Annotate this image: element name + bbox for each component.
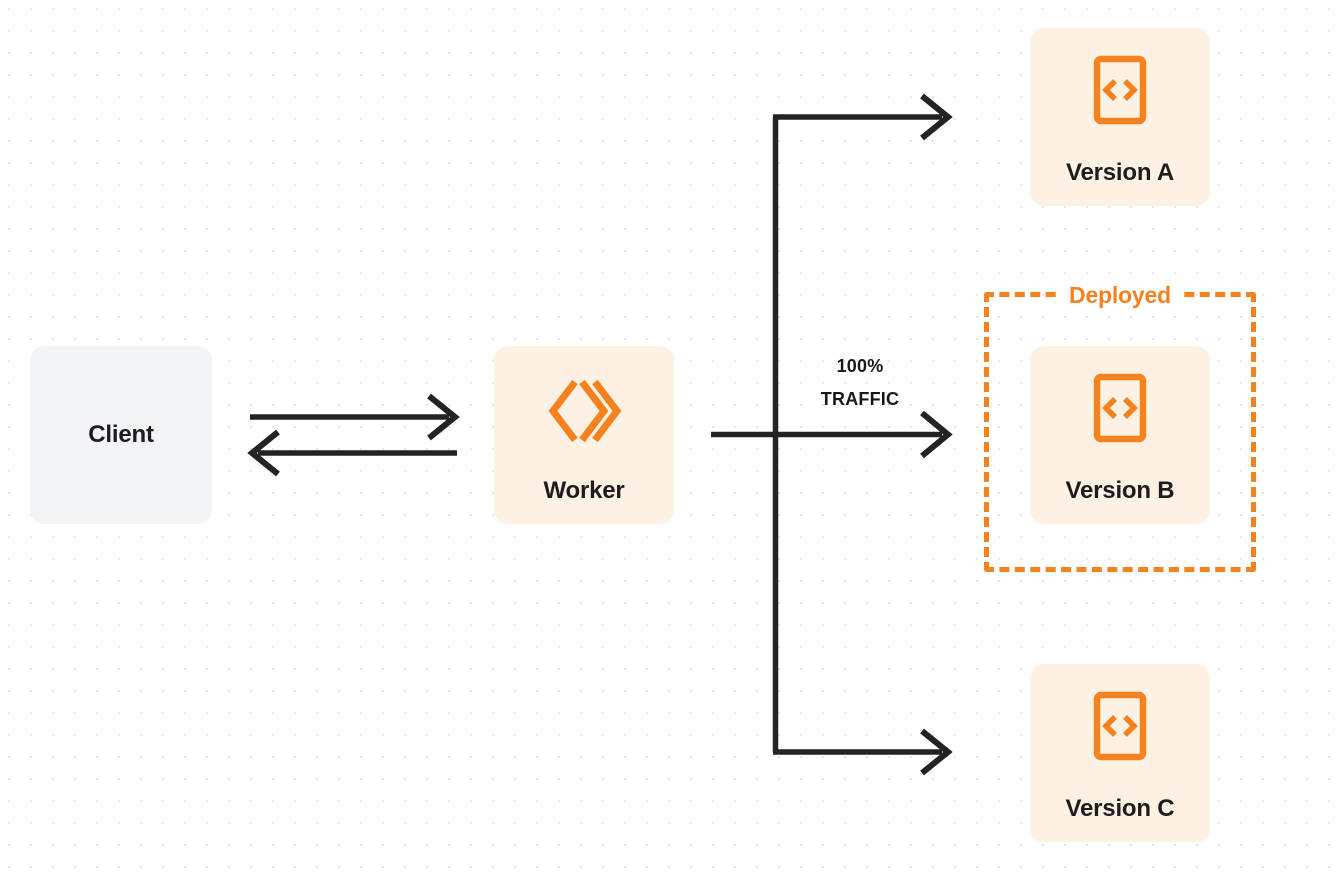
- node-version-a[interactable]: Version A: [1030, 28, 1210, 206]
- node-worker-label: Worker: [543, 477, 625, 504]
- code-file-icon: [1089, 372, 1151, 455]
- code-file-icon: [1089, 54, 1151, 137]
- node-version-b[interactable]: Version B: [1030, 346, 1210, 524]
- traffic-unit: TRAFFIC: [820, 389, 900, 409]
- traffic-percent: 100%: [836, 356, 884, 376]
- node-version-c[interactable]: Version C: [1030, 664, 1210, 842]
- edge-worker-to-version-b: [711, 410, 953, 459]
- node-version-b-label: Version B: [1065, 477, 1175, 504]
- edge-worker-to-version-a: [773, 93, 953, 141]
- deployed-group-label: Deployed: [1059, 280, 1181, 310]
- code-file-icon: [1089, 690, 1151, 773]
- deployed-group: Deployed: [984, 280, 1256, 572]
- node-client[interactable]: Client: [30, 346, 212, 524]
- edge-worker-to-version-c: [773, 728, 953, 776]
- node-version-a-label: Version A: [1065, 159, 1175, 186]
- traffic-annotation: 100% TRAFFIC: [790, 350, 930, 416]
- node-client-label: Client: [88, 421, 154, 448]
- node-worker[interactable]: Worker: [494, 346, 674, 524]
- node-version-c-label: Version C: [1065, 795, 1175, 822]
- edge-client-to-worker: [250, 393, 460, 441]
- edge-worker-to-client: [247, 429, 457, 477]
- cloudflare-workers-logo-icon: [545, 372, 623, 455]
